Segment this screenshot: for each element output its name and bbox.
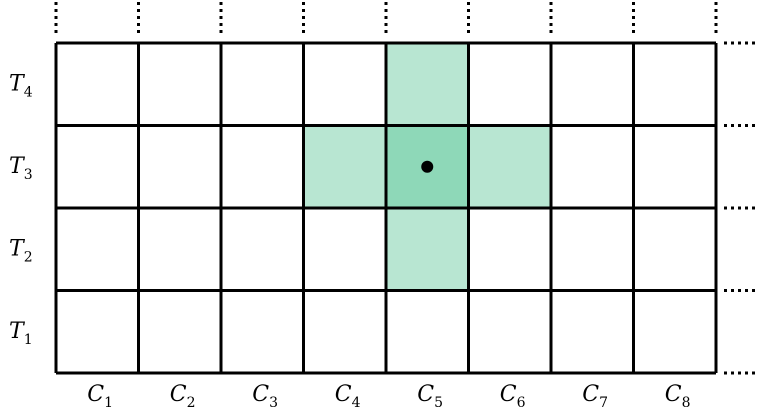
column-label-5: C5: [417, 382, 443, 411]
column-label-1: C1: [87, 382, 113, 411]
neighbor-cell-c6-t3: [468, 125, 551, 208]
continuation-dots: [54, 2, 759, 375]
grid-lines: [54, 41, 718, 375]
column-label-4: C4: [335, 382, 361, 411]
row-labels: T1 T2 T3 T4: [9, 71, 33, 348]
neighbor-cell-c4-t3: [303, 125, 386, 208]
row-label-1: T1: [9, 319, 33, 348]
column-labels: C1 C2 C3 C4 C5 C6 C7 C8: [87, 382, 690, 411]
neighbor-cell-c5-t4: [386, 43, 469, 126]
column-label-6: C6: [500, 382, 526, 411]
neighbor-cell-c5-t2: [386, 208, 469, 291]
center-point: [421, 160, 434, 173]
column-label-3: C3: [252, 382, 278, 411]
row-label-3: T3: [9, 154, 33, 183]
row-label-4: T4: [9, 71, 33, 100]
column-label-7: C7: [582, 382, 608, 411]
row-label-2: T2: [9, 236, 33, 265]
column-label-8: C8: [665, 382, 691, 411]
column-label-2: C2: [170, 382, 196, 411]
